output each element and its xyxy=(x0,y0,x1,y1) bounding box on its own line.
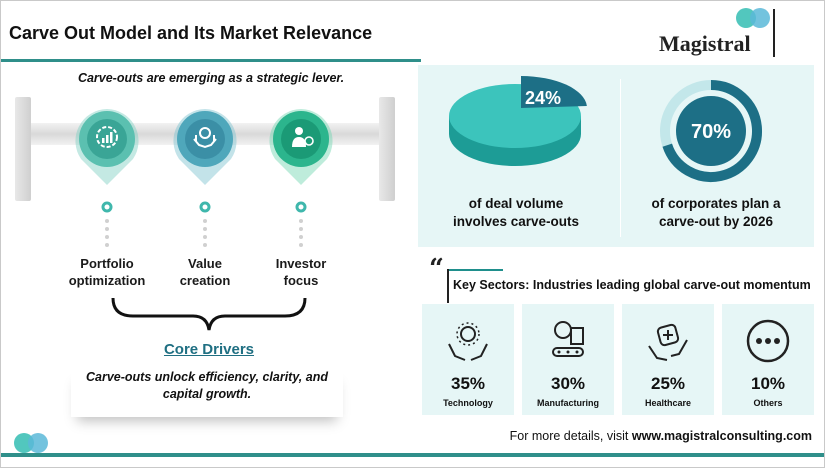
page-title: Carve Out Model and Its Market Relevance xyxy=(9,23,373,43)
website-link[interactable]: www.magistralconsulting.com xyxy=(631,429,812,443)
sector-card-healthcare: 25% Healthcare xyxy=(622,304,714,415)
investor-money-icon xyxy=(292,127,314,147)
sector-name: Technology xyxy=(443,398,493,408)
corporates-donut: 70% xyxy=(660,80,762,182)
sector-pct: 25% xyxy=(650,374,686,393)
curly-brace-icon xyxy=(111,297,307,331)
driver-pin-portfolio xyxy=(75,109,139,213)
brand-dots-icon xyxy=(736,8,770,28)
sector-card-technology: 35% Technology xyxy=(422,304,514,415)
title-underline xyxy=(1,59,421,62)
donut-value-label: 70% xyxy=(691,121,731,143)
sector-pct: 10% xyxy=(750,374,786,393)
left-subtitle: Carve-outs are emerging as a strategic l… xyxy=(77,71,345,85)
sector-name: Manufacturing xyxy=(537,398,599,408)
sector-name: Others xyxy=(753,398,783,408)
brand-logo: Magistral xyxy=(659,31,751,56)
chart-gear-icon xyxy=(96,126,118,148)
bottom-rule xyxy=(1,453,824,457)
quote-icon: “ xyxy=(429,254,444,284)
pie-value-label: 24% xyxy=(525,88,561,108)
tech-hands-icon xyxy=(448,322,488,361)
health-hands-icon xyxy=(648,323,688,361)
sectors-vline xyxy=(447,269,449,303)
driver-pin-investor xyxy=(269,109,333,213)
sectors-rule xyxy=(447,269,503,271)
footer-text: For more details, visit www.magistralcon… xyxy=(509,429,812,443)
sector-pct: 35% xyxy=(450,374,486,393)
core-drivers-heading: Core Drivers xyxy=(163,341,255,358)
sectors-title: Key Sectors: Industries leading global c… xyxy=(453,278,811,292)
corner-dots-icon xyxy=(14,433,48,453)
left-footnote: Carve-outs unlock efficiency, clarity, a… xyxy=(71,367,343,417)
sector-card-others: 10% Others xyxy=(722,304,814,415)
stats-divider xyxy=(620,79,621,237)
brand-divider xyxy=(773,9,775,57)
sector-pct: 30% xyxy=(550,374,586,393)
sector-card-manufacturing: 30% Manufacturing xyxy=(522,304,614,415)
ellipsis-circle-icon xyxy=(746,319,790,363)
driver-connectors xyxy=(105,219,303,247)
driver-pin-value xyxy=(173,109,237,213)
hands-value-icon xyxy=(193,127,217,149)
factory-conveyor-icon xyxy=(552,321,584,357)
deal-volume-pie: 24% xyxy=(449,76,587,166)
sector-name: Healthcare xyxy=(644,398,692,408)
